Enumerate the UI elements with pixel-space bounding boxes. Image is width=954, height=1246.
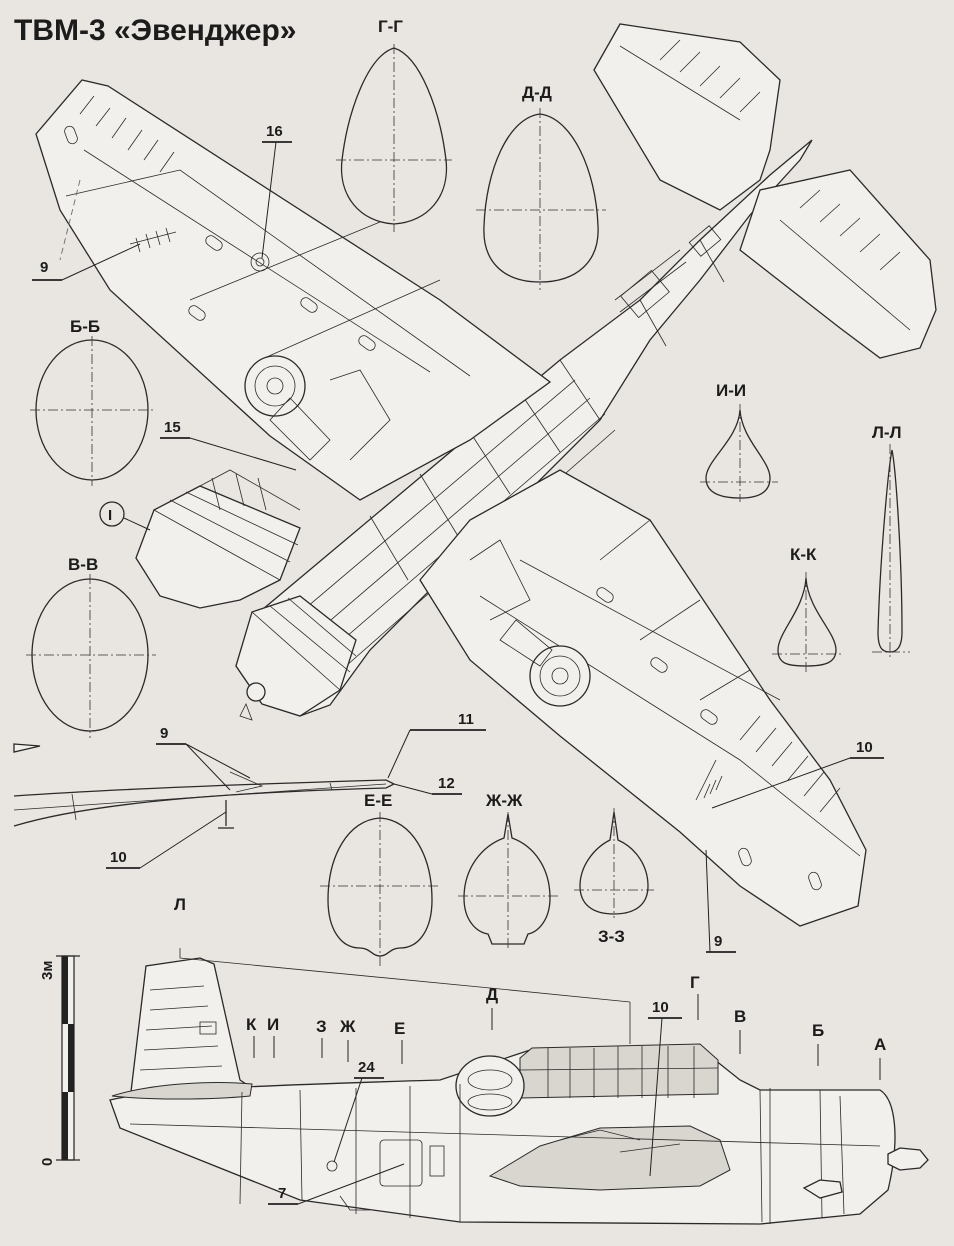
plan-tailplanes	[593, 23, 937, 359]
drawing-title: ТВМ-3 «Эвенджер»	[14, 14, 296, 47]
plan-wing-lower-right	[419, 469, 867, 927]
section-g-g: Г-Г	[336, 17, 452, 232]
station-letters: Л Д Г К И З Ж Е В Б А	[174, 895, 886, 1054]
section-d-d: Д-Д	[476, 83, 606, 290]
section-label-i-i: И-И	[716, 381, 746, 400]
callout-detail-one: I	[108, 507, 112, 524]
station-ticks	[253, 994, 881, 1080]
section-zh-zh: Ж-Ж	[458, 791, 558, 950]
section-label-l-l: Л-Л	[872, 423, 902, 442]
section-label-e-e: Е-Е	[364, 791, 392, 810]
section-e-e: Е-Е	[320, 791, 440, 966]
station-letter-g: Г	[690, 973, 700, 992]
station-letter-v: В	[734, 1007, 746, 1026]
plan-engine-detail	[135, 469, 301, 609]
callout-24: 24	[358, 1059, 375, 1076]
station-letter-i: И	[267, 1015, 279, 1034]
section-l-l: Л-Л	[872, 423, 910, 658]
plan-wing-upper-left	[35, 79, 552, 501]
plan-view	[35, 23, 937, 927]
station-letter-k: К	[246, 1015, 257, 1034]
section-b-b: Б-Б	[30, 317, 156, 486]
section-label-v-v: В-В	[68, 555, 98, 574]
station-letter-a: А	[874, 1035, 886, 1054]
section-label-g-g: Г-Г	[378, 17, 403, 36]
callout-12: 12	[438, 775, 455, 792]
callout-10-wing: 10	[856, 739, 873, 756]
section-label-z-z: З-З	[598, 927, 625, 946]
scale-top-label: 3м	[39, 961, 56, 980]
station-letter-zh: Ж	[339, 1017, 356, 1036]
callout-11: 11	[458, 711, 474, 728]
plan-engine-main	[235, 595, 357, 721]
callout-10-profile: 10	[110, 849, 127, 866]
section-v-v: В-В	[26, 555, 156, 738]
callout-9-profile: 9	[160, 725, 168, 742]
callouts: 16 9 15 I 9 11 12 10 10	[32, 123, 884, 1205]
section-label-zh-zh: Ж-Ж	[485, 791, 523, 810]
callout-9-lower: 9	[714, 933, 722, 950]
callout-16: 16	[266, 123, 283, 140]
section-label-k-k: К-К	[790, 545, 817, 564]
station-letter-b: Б	[812, 1021, 824, 1040]
station-letter-z: З	[316, 1017, 327, 1036]
section-label-b-b: Б-Б	[70, 317, 100, 336]
station-letter-l: Л	[174, 895, 186, 914]
section-k-k: К-К	[772, 545, 842, 672]
side-view	[109, 948, 929, 1225]
wing-side-profile	[13, 743, 396, 829]
scale-bottom-label: 0	[39, 1158, 56, 1166]
callout-15: 15	[164, 419, 181, 436]
station-letter-e: Е	[394, 1019, 405, 1038]
section-i-i: И-И	[700, 381, 778, 502]
section-label-d-d: Д-Д	[522, 83, 552, 102]
station-letter-d: Д	[486, 985, 498, 1004]
callout-10-side: 10	[652, 999, 669, 1016]
scale-bar: 3м 0	[39, 955, 80, 1166]
callout-9-upper: 9	[40, 259, 48, 276]
callout-7: 7	[278, 1185, 286, 1202]
section-z-z: З-З	[574, 808, 654, 946]
